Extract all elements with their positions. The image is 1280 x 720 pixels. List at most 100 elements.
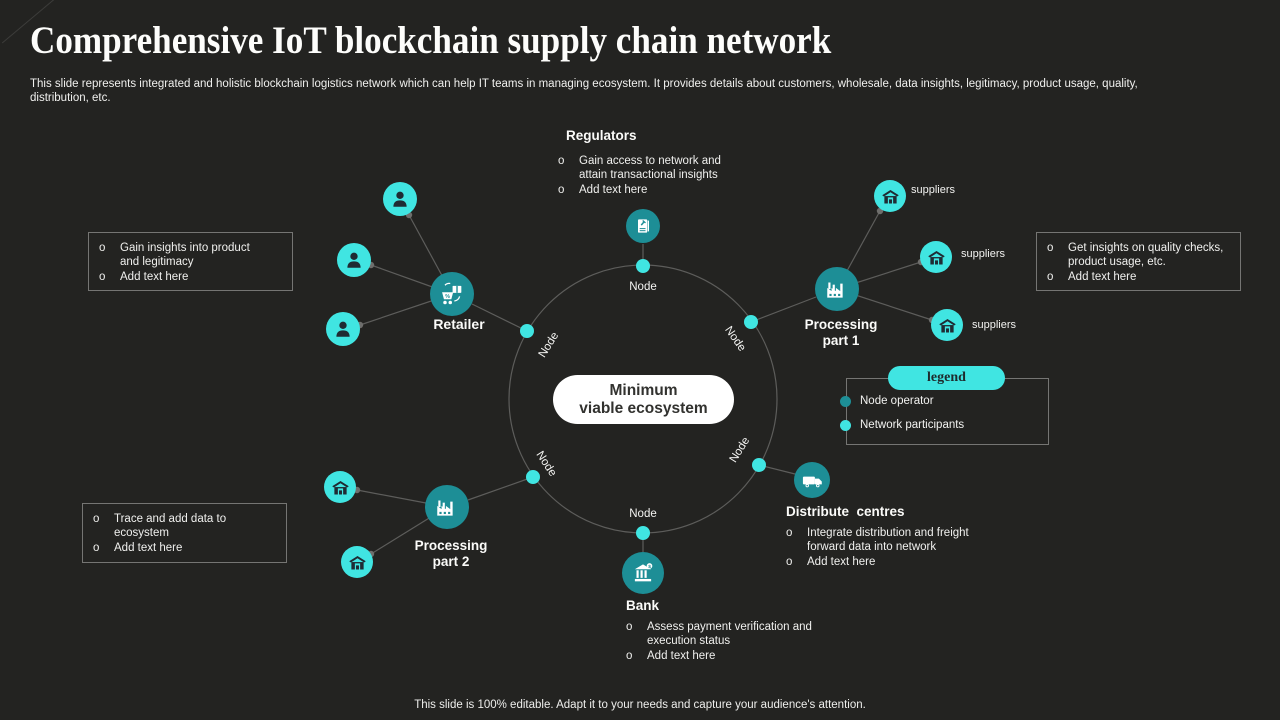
person-icon xyxy=(347,252,361,268)
processing-part1-line2: part 1 xyxy=(822,333,860,348)
bullet-text: Get insights on quality checks, product … xyxy=(1068,242,1224,268)
bullet-text: Assess payment verification and executio… xyxy=(647,621,812,647)
person-icon xyxy=(336,321,350,337)
node-dot xyxy=(636,526,650,540)
bullet-marker: o xyxy=(786,527,793,539)
bullet-item: o Gain access to network and attain tran… xyxy=(558,154,743,182)
regulators-heading: Regulators xyxy=(566,128,637,143)
retailer-heading: Retailer xyxy=(433,316,485,332)
processing-part1-line1: Processing xyxy=(804,317,878,332)
node-label-top: Node xyxy=(629,281,657,293)
bullet-item: o Add text here xyxy=(626,649,826,663)
customer-icon-3 xyxy=(326,312,360,346)
processing-part2-line2: part 2 xyxy=(432,554,470,569)
legend-item-network-participants: Network participants xyxy=(840,419,964,431)
node-operator-dot-icon xyxy=(840,395,851,407)
minimum-viable-ecosystem-pill: Minimum viable ecosystem xyxy=(553,375,734,424)
bullet-text: Add text here xyxy=(647,650,716,662)
document-gavel-icon xyxy=(638,219,649,233)
customer-icon-2 xyxy=(337,243,371,277)
node-dot xyxy=(520,324,534,338)
factory-icon xyxy=(827,282,843,298)
callout-left-top: o Gain insights into product and legitim… xyxy=(88,232,293,291)
customer-icon-1 xyxy=(383,182,417,216)
bullet-item: o Add text here xyxy=(93,541,280,555)
person-icon xyxy=(393,191,407,207)
legend-item-label: Node operator xyxy=(860,395,934,407)
bullet-marker: o xyxy=(626,621,633,633)
bullet-item: o Gain insights into product and legitim… xyxy=(99,241,286,269)
warehouse-icon xyxy=(331,480,349,494)
bullet-text: Add text here xyxy=(114,542,183,554)
warehouse-icon xyxy=(881,189,899,203)
legend-title-pill: legend xyxy=(888,366,1005,390)
bullet-marker: o xyxy=(1047,242,1054,254)
processing-part2-line1: Processing xyxy=(414,538,488,553)
bank-bullets: o Assess payment verification and execut… xyxy=(626,620,826,663)
bullet-marker: o xyxy=(1047,271,1054,283)
node-dot xyxy=(526,470,540,484)
bullet-item: o Integrate distribution and freight for… xyxy=(786,526,1001,554)
bullet-text: Integrate distribution and freight forwa… xyxy=(807,527,969,553)
processing-part1-icon xyxy=(815,267,859,311)
bullet-item: o Add text here xyxy=(558,183,743,197)
bullet-marker: o xyxy=(626,650,633,662)
suppliers-label-3: suppliers xyxy=(972,319,1017,331)
regulators-bullets: o Gain access to network and attain tran… xyxy=(558,154,743,197)
processing-part2-heading: Processing part 2 xyxy=(401,538,501,570)
processing-part1-heading: Processing part 1 xyxy=(791,317,891,349)
center-label-line2: viable ecosystem xyxy=(579,399,708,417)
regulators-icon xyxy=(626,209,660,243)
bullet-item: o Add text here xyxy=(786,555,1001,569)
legend-item-label: Network participants xyxy=(860,419,965,431)
bullet-item: o Assess payment verification and execut… xyxy=(626,620,826,648)
supplier-icon-1 xyxy=(874,180,906,212)
bullet-marker: o xyxy=(93,542,100,554)
svg-text:$: $ xyxy=(648,564,651,570)
node-label-bottom: Node xyxy=(629,508,657,520)
callout-left-bottom: o Trace and add data to ecosystem o Add … xyxy=(82,503,287,563)
footer-note: This slide is 100% editable. Adapt it to… xyxy=(414,699,866,711)
bullet-item: o Get insights on quality checks, produc… xyxy=(1047,241,1234,269)
center-label-line1: Minimum xyxy=(609,381,678,399)
supplier-icon-2 xyxy=(920,241,952,273)
bullet-text: Add text here xyxy=(579,184,648,196)
svg-text:%: % xyxy=(445,294,450,300)
warehouse-icon-2 xyxy=(341,546,373,578)
bullet-item: o Add text here xyxy=(99,270,286,284)
callout-right: o Get insights on quality checks, produc… xyxy=(1036,232,1241,291)
processing-part2-icon xyxy=(425,485,469,529)
bullet-item: o Trace and add data to ecosystem xyxy=(93,512,280,540)
bullet-text: Gain insights into product and legitimac… xyxy=(120,242,250,268)
bullet-text: Add text here xyxy=(1068,271,1137,283)
bullet-item: o Add text here xyxy=(1047,270,1234,284)
bullet-text: Trace and add data to ecosystem xyxy=(114,513,227,539)
node-dot xyxy=(752,458,766,472)
retailer-icon: % xyxy=(430,272,474,316)
network-participants-dot-icon xyxy=(840,419,851,431)
bullet-marker: o xyxy=(99,242,106,254)
supplier-icon-3 xyxy=(931,309,963,341)
suppliers-label-1: suppliers xyxy=(911,184,956,196)
bullet-marker: o xyxy=(558,184,565,196)
warehouse-icon xyxy=(348,555,366,569)
page-subtitle: This slide represents integrated and hol… xyxy=(30,78,1138,104)
bank-icon: $ xyxy=(622,552,664,594)
bullet-marker: o xyxy=(99,271,106,283)
node-dots xyxy=(520,259,766,540)
bank-building-icon: $ xyxy=(634,563,653,582)
warehouse-icon xyxy=(938,318,956,332)
warehouse-icon-1 xyxy=(324,471,356,503)
bullet-marker: o xyxy=(93,513,100,525)
suppliers-label-2: suppliers xyxy=(961,248,1006,260)
bullet-text: Add text here xyxy=(120,271,189,283)
legend-item-node-operator: Node operator xyxy=(840,395,934,407)
distribute-centres-icon xyxy=(794,462,830,498)
distribute-centres-heading: Distribute centres xyxy=(786,504,905,519)
warehouse-icon xyxy=(927,250,945,264)
bullet-marker: o xyxy=(786,556,793,568)
bullet-text: Add text here xyxy=(807,556,876,568)
page-title: Comprehensive IoT blockchain supply chai… xyxy=(30,19,832,62)
factory-icon xyxy=(437,500,453,516)
bullet-marker: o xyxy=(558,155,565,167)
